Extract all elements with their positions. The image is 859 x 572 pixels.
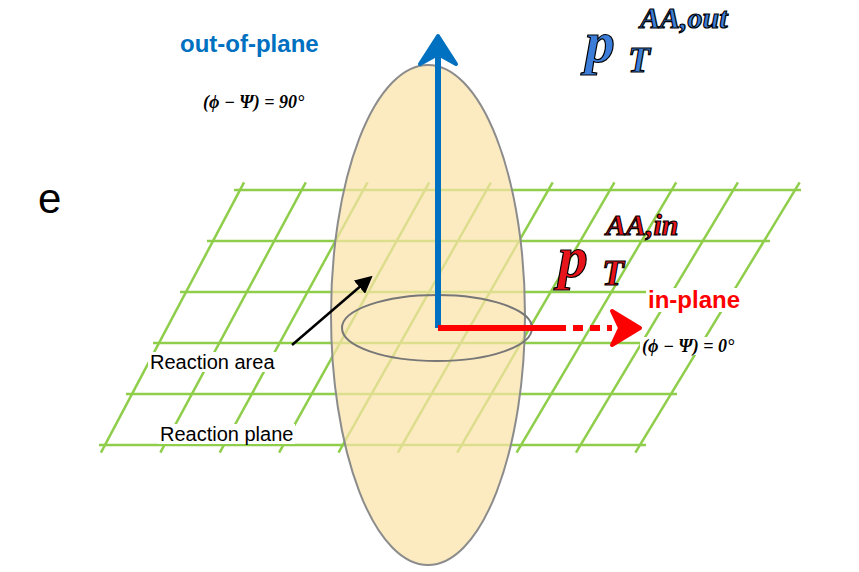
cut-off-text: e: [38, 178, 61, 220]
region-label: Reaction area: [148, 352, 277, 372]
direction-label: out-of-plane: [180, 32, 319, 56]
out-of-plane-arrowhead: [420, 36, 456, 64]
out-of-plane-arrow: [435, 50, 441, 328]
angle-label: (ϕ − Ψ) = 90°: [203, 93, 304, 111]
grid-line: [160, 182, 305, 452]
angle-label: (ϕ − Ψ) = 0°: [640, 337, 736, 355]
region-label: Reaction plane: [158, 424, 295, 444]
in-plane-dashed-arrow: [556, 325, 612, 331]
momentum-superscript: AA,out: [640, 3, 728, 33]
momentum-symbol: p: [558, 227, 588, 287]
grid-line: [576, 182, 738, 452]
momentum-subscript: T: [628, 42, 650, 78]
leader-arrow: [292, 278, 370, 345]
in-plane-arrowhead: [612, 311, 640, 345]
in-plane-arrow: [438, 325, 556, 331]
direction-label: in-plane: [646, 288, 742, 312]
momentum-subscript: T: [602, 255, 624, 291]
momentum-symbol: p: [585, 12, 615, 72]
grid-line: [234, 189, 801, 192]
reaction-area-ellipse: [331, 65, 525, 565]
grid-line: [101, 182, 244, 452]
momentum-superscript: AA,in: [606, 210, 679, 240]
